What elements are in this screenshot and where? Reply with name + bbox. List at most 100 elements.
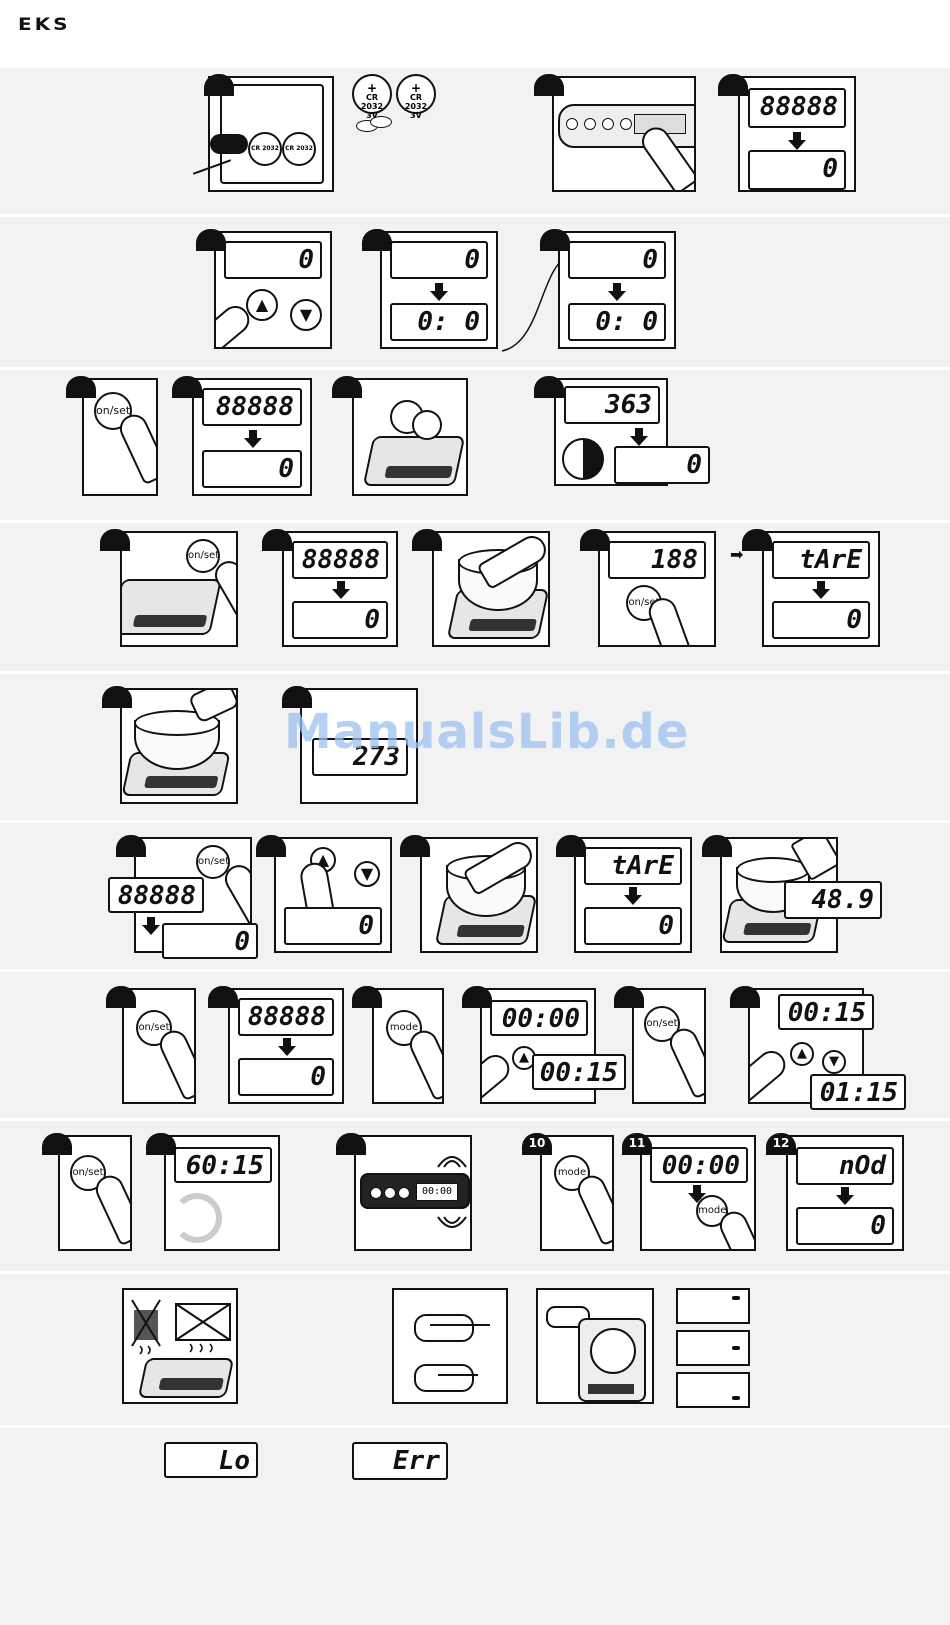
battery-cell-icon: CR 2032 xyxy=(248,132,282,166)
scale-icon xyxy=(363,436,466,486)
coin-battery-icon: + CR 2032 3V xyxy=(352,74,392,114)
down-button[interactable]: ▼ xyxy=(354,861,380,887)
lcd-zero: 0 xyxy=(162,923,258,959)
step-tab xyxy=(66,376,96,398)
button-dot-icon xyxy=(584,118,596,130)
care-warning-panel xyxy=(122,1288,238,1404)
lcd-tare: tArE xyxy=(772,541,870,579)
mode-nod-panel: nOd 0 xyxy=(786,1135,904,1251)
watermark: ManualsLib.de xyxy=(284,704,689,760)
on-set-button[interactable]: on/set xyxy=(186,539,220,573)
unit-select-panel: ▲ ▼ 0 xyxy=(274,837,392,953)
lcd-zero: 0 xyxy=(772,601,870,639)
lcd-timer-115: 01:15 xyxy=(810,1074,906,1110)
lcd-zero: 0 xyxy=(238,1058,334,1096)
display-indicator-box xyxy=(676,1288,750,1324)
lcd-zero: 0 xyxy=(748,150,846,190)
step-tab xyxy=(462,986,492,1008)
bracket-icon xyxy=(414,1364,474,1392)
down-button[interactable]: ▼ xyxy=(822,1050,846,1074)
step-tab xyxy=(730,986,760,1008)
step-tab xyxy=(256,835,286,857)
step-tab xyxy=(42,1133,72,1155)
header: EKS xyxy=(0,0,950,68)
step-tab: 11 xyxy=(622,1133,652,1155)
button-dot-icon xyxy=(384,1187,396,1199)
step-tab xyxy=(540,229,570,251)
lcd-low-battery: Lo xyxy=(164,1442,258,1478)
step-tab xyxy=(352,986,382,1008)
finger-icon xyxy=(665,1024,706,1099)
down-button[interactable]: ▼ xyxy=(290,299,322,331)
startup-display-panel: 88888 0 xyxy=(282,531,398,647)
tare-display-panel: tArE 0 xyxy=(574,837,692,953)
sound-waves-icon xyxy=(434,1143,470,1169)
step-tab xyxy=(116,835,146,857)
lcd-tare: tArE xyxy=(584,847,682,885)
step-tab xyxy=(262,529,292,551)
battery-label: CR 2032 xyxy=(354,93,390,111)
section-care-mounting xyxy=(0,1274,950,1420)
lcd-zero: 0 xyxy=(568,241,666,279)
step-number: 10 xyxy=(522,1136,552,1150)
button-dot-icon xyxy=(370,1187,382,1199)
finger-icon xyxy=(210,134,248,154)
startup-display-panel: 88888 0 xyxy=(738,76,856,192)
finger-icon xyxy=(573,1171,614,1246)
step-number: 11 xyxy=(622,1136,652,1150)
arrow-down-icon xyxy=(788,140,806,150)
apple-icon xyxy=(412,410,442,440)
step-tab xyxy=(580,529,610,551)
wall-mount-screws-panel xyxy=(392,1288,508,1404)
lcd-timer-zero: 00:00 xyxy=(490,1000,588,1036)
progress-ring-icon xyxy=(172,1193,222,1243)
unit-display-panel: 0 0: 0 xyxy=(380,231,498,349)
section-batteries: CR 2032 CR 2032 + CR 2032 3V + CR 2032 3… xyxy=(0,68,950,208)
step-tab xyxy=(208,986,238,1008)
arrow-down-icon xyxy=(624,895,642,905)
step-tab xyxy=(196,229,226,251)
up-button[interactable]: ▲ xyxy=(790,1042,814,1066)
bracket-icon xyxy=(414,1314,474,1342)
tare-press-panel: 188 on/set xyxy=(598,531,716,647)
power-on-panel xyxy=(552,76,696,192)
lcd-all-segments: 88888 xyxy=(202,388,302,426)
coin-battery-icon: + CR 2032 3V xyxy=(396,74,436,114)
button-dot-icon xyxy=(620,118,632,130)
up-button[interactable]: ▲ xyxy=(246,289,278,321)
lcd-timer-zero: 00:00 xyxy=(650,1147,748,1183)
scale-body: 00:00 xyxy=(360,1173,470,1209)
step-tab xyxy=(534,74,564,96)
lcd-zero-time: 0: 0 xyxy=(390,303,488,341)
section-tare: on/set 88888 0 188 on/set ➡ tArE 0 xyxy=(0,523,950,671)
lcd-all-segments: 88888 xyxy=(748,88,846,128)
scale-onset-panel: on/set xyxy=(120,531,238,647)
step-tab xyxy=(400,835,430,857)
scale-upright-icon xyxy=(578,1318,646,1402)
step-tab xyxy=(718,74,748,96)
no-heat-icon xyxy=(130,1296,234,1356)
finger-icon xyxy=(405,1026,444,1101)
step-tab xyxy=(102,686,132,708)
step-tab xyxy=(146,1133,176,1155)
step-tab xyxy=(106,986,136,1008)
step-tab xyxy=(412,529,442,551)
step-tab xyxy=(336,1133,366,1155)
sound-waves-icon xyxy=(434,1215,470,1241)
battery-cell-icon: CR 2032 xyxy=(282,132,316,166)
bowl-on-scale-panel xyxy=(432,531,550,647)
arrow-down-icon xyxy=(608,291,626,301)
section-timer-set: on/set 88888 0 mode 00:00 ▲ ▼ 00:15 on/s… xyxy=(0,972,950,1118)
coin-icon xyxy=(370,116,392,128)
lcd-zero: 0 xyxy=(796,1207,894,1245)
press-mode-panel: mode xyxy=(372,988,444,1104)
step-tab xyxy=(742,529,772,551)
step-tab xyxy=(614,986,644,1008)
section-error-codes: Lo Err xyxy=(0,1428,950,1625)
timer-countdown-panel: 60:15 xyxy=(164,1135,280,1251)
screw-icon xyxy=(438,1374,478,1376)
step-tab xyxy=(362,229,392,251)
unit-display-panel-2: 0 0: 0 xyxy=(558,231,676,349)
display-indicator-box xyxy=(676,1372,750,1408)
lcd-zero: 0 xyxy=(614,446,710,484)
